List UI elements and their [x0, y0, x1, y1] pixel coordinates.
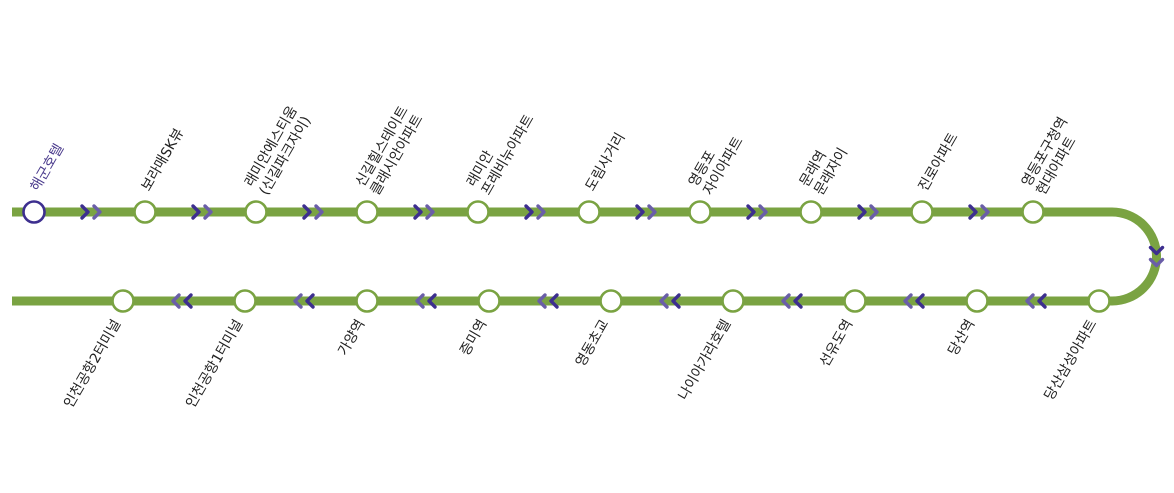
current-stop-marker: [22, 200, 46, 224]
stop-label-inbound-4: 영동초교: [573, 317, 613, 370]
stop-label-outbound-3: 신길힐스테이트클래시안아파트: [353, 103, 427, 198]
stop-marker: [577, 200, 601, 224]
double-chevron-left-icon: [1037, 293, 1047, 309]
double-chevron-right-icon: [92, 204, 102, 220]
stop-marker: [965, 289, 989, 313]
double-chevron-left-icon: [305, 293, 315, 309]
stop-marker: [355, 289, 379, 313]
double-chevron-right-icon: [524, 204, 534, 220]
stop-label-outbound-4: 래미안프레비뉴아파트: [464, 103, 538, 198]
stop-marker: [688, 200, 712, 224]
stop-name-line: 도림사거리: [583, 130, 629, 194]
double-chevron-right-icon: [536, 204, 546, 220]
stop-marker: [466, 200, 490, 224]
double-chevron-right-icon: [869, 204, 879, 220]
double-chevron-right-icon: [314, 204, 324, 220]
stop-label-outbound-5: 도림사거리: [583, 130, 629, 194]
stop-name-line: 증미역: [457, 317, 490, 358]
stop-label-inbound-6: 가양역: [335, 317, 368, 358]
double-chevron-right-icon: [635, 204, 645, 220]
double-chevron-right-icon: [80, 204, 90, 220]
stop-name-line: 진로아파트: [916, 130, 962, 194]
stop-marker: [477, 289, 501, 313]
double-chevron-right-icon: [302, 204, 312, 220]
stop-name-line: 나이아가라호텔: [676, 317, 735, 403]
stop-label-inbound-7: 인천공항1터미널: [183, 317, 246, 411]
double-chevron-left-icon: [537, 293, 547, 309]
stop-label-inbound-2: 선유도역: [817, 317, 857, 370]
double-chevron-left-icon: [659, 293, 669, 309]
stop-name-line: 당산삼성아파트: [1042, 317, 1101, 403]
stop-label-outbound-1: 보라매SK뷰: [139, 126, 188, 194]
double-chevron-right-icon: [746, 204, 756, 220]
stop-label-outbound-0: 해군호텔: [28, 141, 68, 194]
stop-markers: [22, 200, 1111, 313]
stop-label-inbound-8: 인천공항2터미널: [61, 317, 124, 411]
direction-arrows: [80, 204, 1165, 309]
double-chevron-right-icon: [413, 204, 423, 220]
double-chevron-left-icon: [427, 293, 437, 309]
stop-name-line: 당산역: [945, 317, 978, 358]
double-chevron-right-icon: [203, 204, 213, 220]
double-chevron-left-icon: [415, 293, 425, 309]
double-chevron-left-icon: [781, 293, 791, 309]
double-chevron-left-icon: [1025, 293, 1035, 309]
route-line: [12, 207, 1161, 306]
stop-marker: [721, 289, 745, 313]
stop-marker: [910, 200, 934, 224]
stop-label-inbound-0: 당산삼성아파트: [1042, 317, 1101, 403]
double-chevron-left-icon: [183, 293, 193, 309]
double-chevron-left-icon: [903, 293, 913, 309]
stop-name-line: 해군호텔: [28, 141, 68, 194]
double-chevron-left-icon: [793, 293, 803, 309]
stop-label-outbound-9: 영등포구청역현대아파트: [1019, 115, 1086, 198]
stop-label-inbound-3: 나이아가라호텔: [676, 317, 735, 403]
stop-marker: [799, 200, 823, 224]
stop-name-line: 인천공항1터미널: [183, 317, 246, 411]
double-chevron-right-icon: [857, 204, 867, 220]
double-chevron-right-icon: [968, 204, 978, 220]
double-chevron-left-icon: [671, 293, 681, 309]
stop-label-inbound-1: 당산역: [945, 317, 978, 358]
stop-name-line: 영동초교: [573, 317, 613, 370]
double-chevron-right-icon: [647, 204, 657, 220]
double-chevron-left-icon: [549, 293, 559, 309]
stop-marker: [355, 200, 379, 224]
stop-name-line: 선유도역: [817, 317, 857, 370]
stop-labels: 해군호텔 보라매SK뷰 래미안에스티움(신길파크자이) 신길힐스테이트클래시안아파트 래…: [28, 103, 1101, 410]
stop-label-inbound-5: 증미역: [457, 317, 490, 358]
double-chevron-down-icon: [1148, 257, 1165, 268]
stop-name-line: 가양역: [335, 317, 368, 358]
double-chevron-right-icon: [191, 204, 201, 220]
stop-marker: [111, 289, 135, 313]
double-chevron-left-icon: [171, 293, 181, 309]
double-chevron-left-icon: [293, 293, 303, 309]
stop-marker: [843, 289, 867, 313]
double-chevron-right-icon: [425, 204, 435, 220]
stop-marker: [133, 200, 157, 224]
double-chevron-right-icon: [980, 204, 990, 220]
stop-name-line: 보라매SK뷰: [139, 126, 188, 194]
stop-marker: [1021, 200, 1045, 224]
stop-marker: [233, 289, 257, 313]
stop-label-outbound-7: 문래역문래자이: [797, 137, 851, 198]
stop-marker: [1087, 289, 1111, 313]
stop-marker: [599, 289, 623, 313]
stop-label-outbound-6: 영등포자이아파트: [686, 126, 747, 198]
stop-name-line: 인천공항2터미널: [61, 317, 124, 411]
double-chevron-left-icon: [915, 293, 925, 309]
stop-marker: [244, 200, 268, 224]
double-chevron-down-icon: [1148, 245, 1165, 256]
stop-label-outbound-8: 진로아파트: [916, 130, 962, 194]
double-chevron-right-icon: [758, 204, 768, 220]
stop-label-outbound-2: 래미안에스티움(신길파크자이): [242, 103, 316, 198]
